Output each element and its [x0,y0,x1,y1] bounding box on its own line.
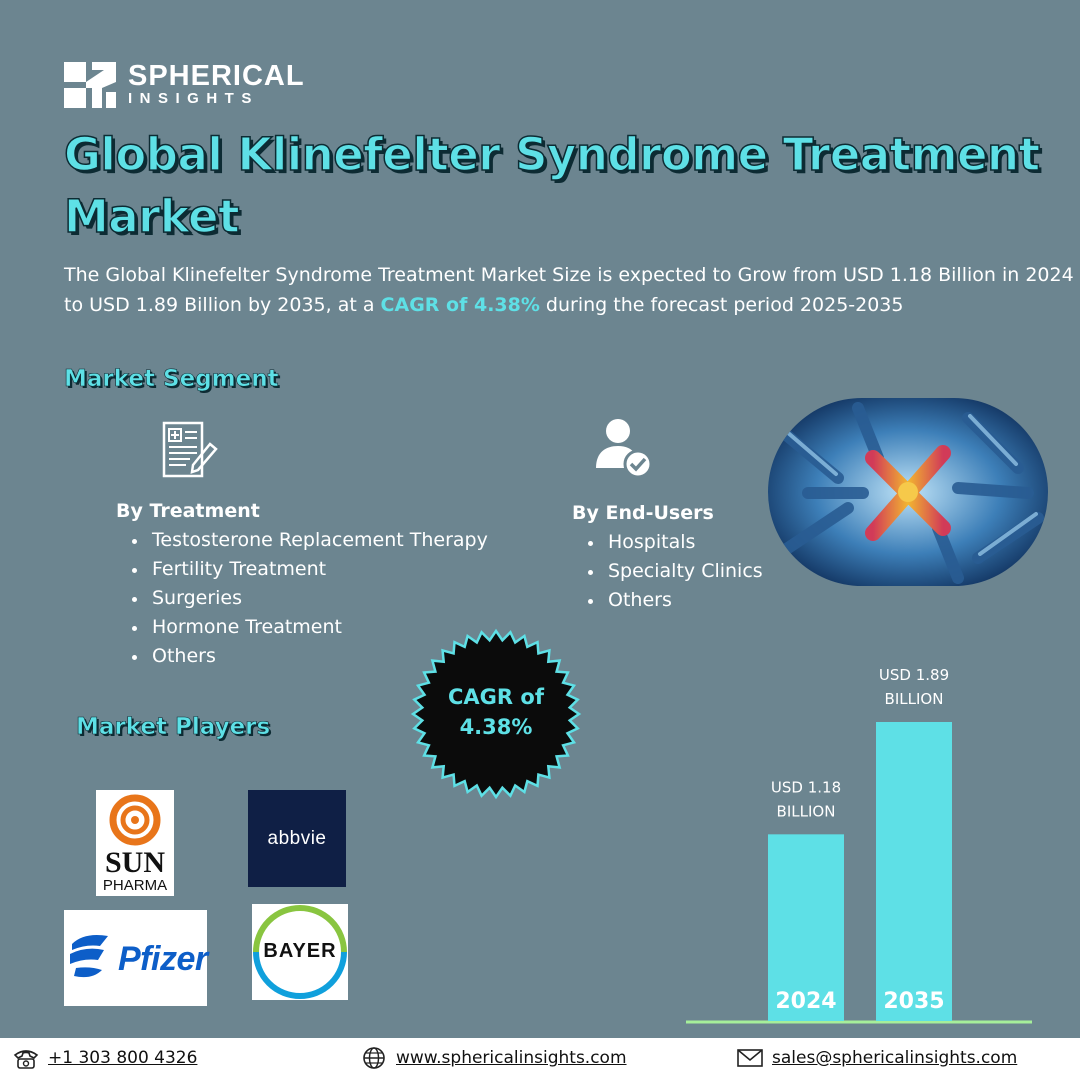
summary-part2: during the forecast period 2025-2035 [539,294,904,316]
email-link[interactable]: sales@sphericalinsights.com [772,1048,1018,1068]
bar-value-label: USD 1.89 [879,666,949,684]
bar-category-label: 2024 [775,989,836,1014]
bar-2024 [768,834,844,1021]
brand-wordmark: SPHERICAL INSIGHTS [128,62,305,108]
bayer-logo: BAYER [252,904,348,1000]
footer-bar [0,1038,1080,1080]
by-treatment-heading: By Treatment [116,500,260,522]
sun-pharma-logo: SUN PHARMA [96,790,174,896]
list-item: Hospitals [586,528,763,557]
treatment-list: Testosterone Replacement Therapy Fertili… [130,526,488,671]
summary-cagr-highlight: CAGR of 4.38% [380,294,540,316]
list-item: Specialty Clinics [586,557,763,586]
abbvie-logo: abbvie [248,790,346,887]
brand-name: SPHERICAL [128,60,305,92]
cagr-label: CAGR of [448,685,544,709]
list-item: Fertility Treatment [130,555,488,584]
phone-icon [13,1050,39,1069]
bayer-wordmark: BAYER [263,940,337,962]
list-item: Hormone Treatment [130,613,488,642]
list-item: Surgeries [130,584,488,613]
mail-icon [737,1049,763,1067]
spherical-logo-mark [64,62,116,108]
sun-pharma-mark [109,794,161,846]
market-players-heading: Market Players [76,714,271,741]
market-segment-heading: Market Segment [64,366,279,393]
list-item: Others [130,642,488,671]
website-link[interactable]: www.sphericalinsights.com [396,1048,627,1068]
cagr-badge-text: CAGR of 4.38% [410,682,582,742]
brand-logo[interactable]: SPHERICAL INSIGHTS [64,62,305,108]
bar-value-label: BILLION [777,802,836,820]
cagr-value: 4.38% [459,715,533,739]
globe-icon [363,1047,385,1069]
sun-pharma-line2: PHARMA [102,877,168,894]
market-summary: The Global Klinefelter Syndrome Treatmen… [64,260,1080,320]
phone-number[interactable]: +1 303 800 4326 [48,1048,198,1068]
user-check-icon [596,419,653,479]
footer-phone[interactable]: +1 303 800 4326 [12,1046,197,1070]
sun-pharma-line1: SUN [104,846,165,879]
chromosome-image [768,398,1048,586]
list-item: Testosterone Replacement Therapy [130,526,488,555]
page-title: Global Klinefelter Syndrome Treatment Ma… [63,127,1041,244]
pfizer-logo: Pfizer [64,910,208,1006]
end-users-list: Hospitals Specialty Clinics Others [586,528,763,615]
pfizer-mark [70,935,108,978]
by-end-users-heading: By End-Users [572,502,714,524]
bar-category-label: 2035 [883,989,944,1014]
footer-website[interactable]: www.sphericalinsights.com [360,1046,627,1070]
pfizer-wordmark: Pfizer [118,940,208,978]
summary-part1: The Global Klinefelter Syndrome Treatmen… [64,264,1074,316]
cagr-badge [410,628,582,800]
bayer-mark [253,905,347,999]
bar-2035 [876,722,952,1021]
brand-sub: INSIGHTS [128,90,259,107]
document-edit-icon [162,421,218,478]
bar-value-label: USD 1.18 [771,778,841,796]
footer-email[interactable]: sales@sphericalinsights.com [736,1046,1017,1070]
bar-value-label: BILLION [885,690,944,708]
list-item: Others [586,586,763,615]
